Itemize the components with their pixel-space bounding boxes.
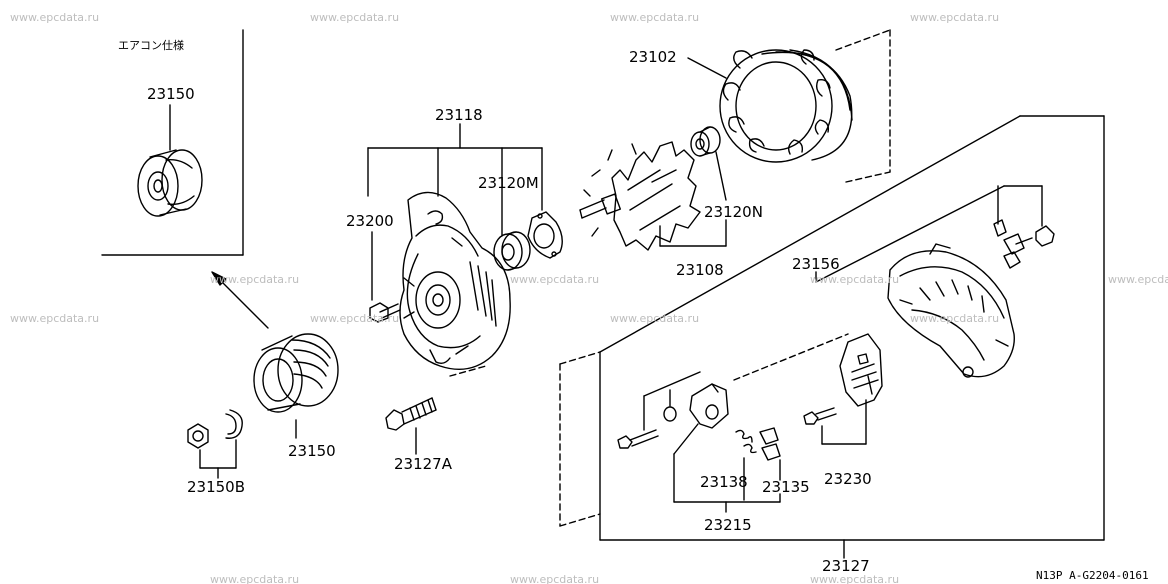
watermark-text: www.epcdata.ru — [910, 11, 1000, 24]
bearing-23120N-drawing — [690, 126, 727, 247]
part-label-23138[interactable]: 23138 — [700, 473, 748, 491]
part-label-23200[interactable]: 23200 — [346, 212, 394, 230]
part-label-23135[interactable]: 23135 — [762, 478, 810, 496]
dashed-guide-stator — [835, 29, 891, 183]
watermark-text: www.epcdata.ru — [610, 11, 700, 24]
bolt-23200-drawing — [369, 302, 401, 323]
pulley-23150-main-drawing — [253, 333, 339, 439]
pulley-23150-drawing — [137, 104, 203, 217]
part-label-23127[interactable]: 23127 — [822, 557, 870, 575]
watermark-text: www.epcdata.ru — [510, 273, 600, 286]
retainer-plate-drawing — [527, 211, 563, 259]
watermark-text: www.epcdata.ru — [310, 11, 400, 24]
watermark-text: www.epcdata.ru — [510, 573, 600, 584]
watermark-text: www.epcdata.ru — [10, 312, 100, 325]
front-housing-drawing — [399, 191, 511, 370]
dashed-guide-front — [449, 365, 487, 377]
stator-23102-drawing — [687, 49, 853, 163]
inset-note: エアコン仕様 — [118, 39, 184, 52]
part-label-23150-inset[interactable]: 23150 — [147, 85, 195, 103]
watermark-text: www.epcdata.ru — [210, 573, 300, 584]
rotor-23108-drawing — [579, 141, 727, 251]
rear-housing-drawing — [887, 243, 1015, 378]
group-dashed-frame — [559, 351, 601, 527]
part-label-23120M[interactable]: 23120M — [478, 174, 539, 192]
brush-holder-parts-drawing — [617, 371, 867, 513]
part-label-23102[interactable]: 23102 — [629, 48, 677, 66]
part-label-23150-main[interactable]: 23150 — [288, 442, 336, 460]
regulator-23230-drawing — [839, 333, 883, 445]
watermark-text: www.epcdata.ru — [910, 312, 1000, 325]
part-label-23127A[interactable]: 23127A — [394, 455, 452, 473]
part-label-23150B[interactable]: 23150B — [187, 478, 246, 496]
dashed-guide-rear — [733, 333, 849, 381]
diagram-code: N13P A-G2204-0161 — [1036, 569, 1149, 582]
part-label-23120N[interactable]: 23120N — [704, 203, 763, 221]
watermark-text: www.epcdata.ru — [810, 273, 900, 286]
inset-frame — [101, 29, 244, 256]
watermark-text: www.epcdata.ru — [1108, 273, 1168, 286]
part-label-23156[interactable]: 23156 — [792, 255, 840, 273]
part-label-23215[interactable]: 23215 — [704, 516, 752, 534]
arrow-to-inset — [211, 271, 269, 329]
bearing-23120M-drawing — [493, 231, 531, 271]
part-label-23118[interactable]: 23118 — [435, 106, 483, 124]
watermark-text: www.epcdata.ru — [210, 273, 300, 286]
group-frame-23127 — [599, 115, 1105, 559]
part-label-23230[interactable]: 23230 — [824, 470, 872, 488]
watermark-text: www.epcdata.ru — [310, 312, 400, 325]
bolt-23127A-drawing — [385, 397, 437, 455]
leader-23118 — [367, 123, 543, 301]
watermark-text: www.epcdata.ru — [610, 312, 700, 325]
watermark-text: www.epcdata.ru — [810, 573, 900, 584]
terminal-23156-drawing — [815, 185, 1055, 283]
part-label-23108[interactable]: 23108 — [676, 261, 724, 279]
watermark-text: www.epcdata.ru — [10, 11, 100, 24]
nut-washer-23150B-drawing — [187, 409, 243, 479]
